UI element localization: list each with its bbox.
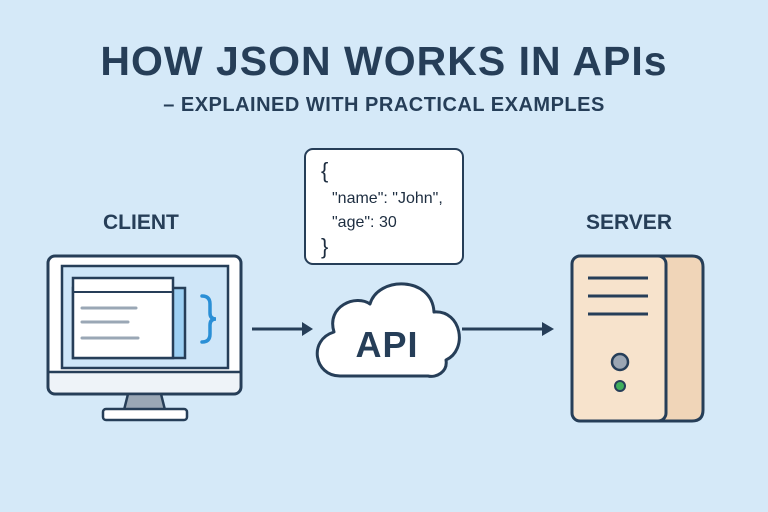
server-tower-icon bbox=[570, 254, 705, 423]
json-age-line: "age": 30 bbox=[332, 214, 397, 231]
desktop-monitor-icon bbox=[46, 254, 243, 422]
json-name-line: "name": "John", bbox=[332, 190, 443, 207]
client-label: CLIENT bbox=[103, 211, 179, 234]
arrow-right-icon bbox=[252, 322, 313, 336]
server-label: SERVER bbox=[586, 211, 672, 234]
arrow-right-icon bbox=[462, 322, 554, 336]
json-example-box: { "name": "John", "age": 30 } bbox=[304, 148, 464, 265]
cloud-icon bbox=[315, 282, 461, 378]
api-label: API bbox=[355, 324, 419, 365]
json-open-brace: { bbox=[321, 158, 329, 183]
page-subtitle: – EXPLAINED WITH PRACTICAL EXAMPLES bbox=[163, 94, 605, 116]
json-close-brace: } bbox=[321, 234, 329, 259]
page-title: HOW JSON WORKS IN APIs bbox=[100, 38, 668, 84]
